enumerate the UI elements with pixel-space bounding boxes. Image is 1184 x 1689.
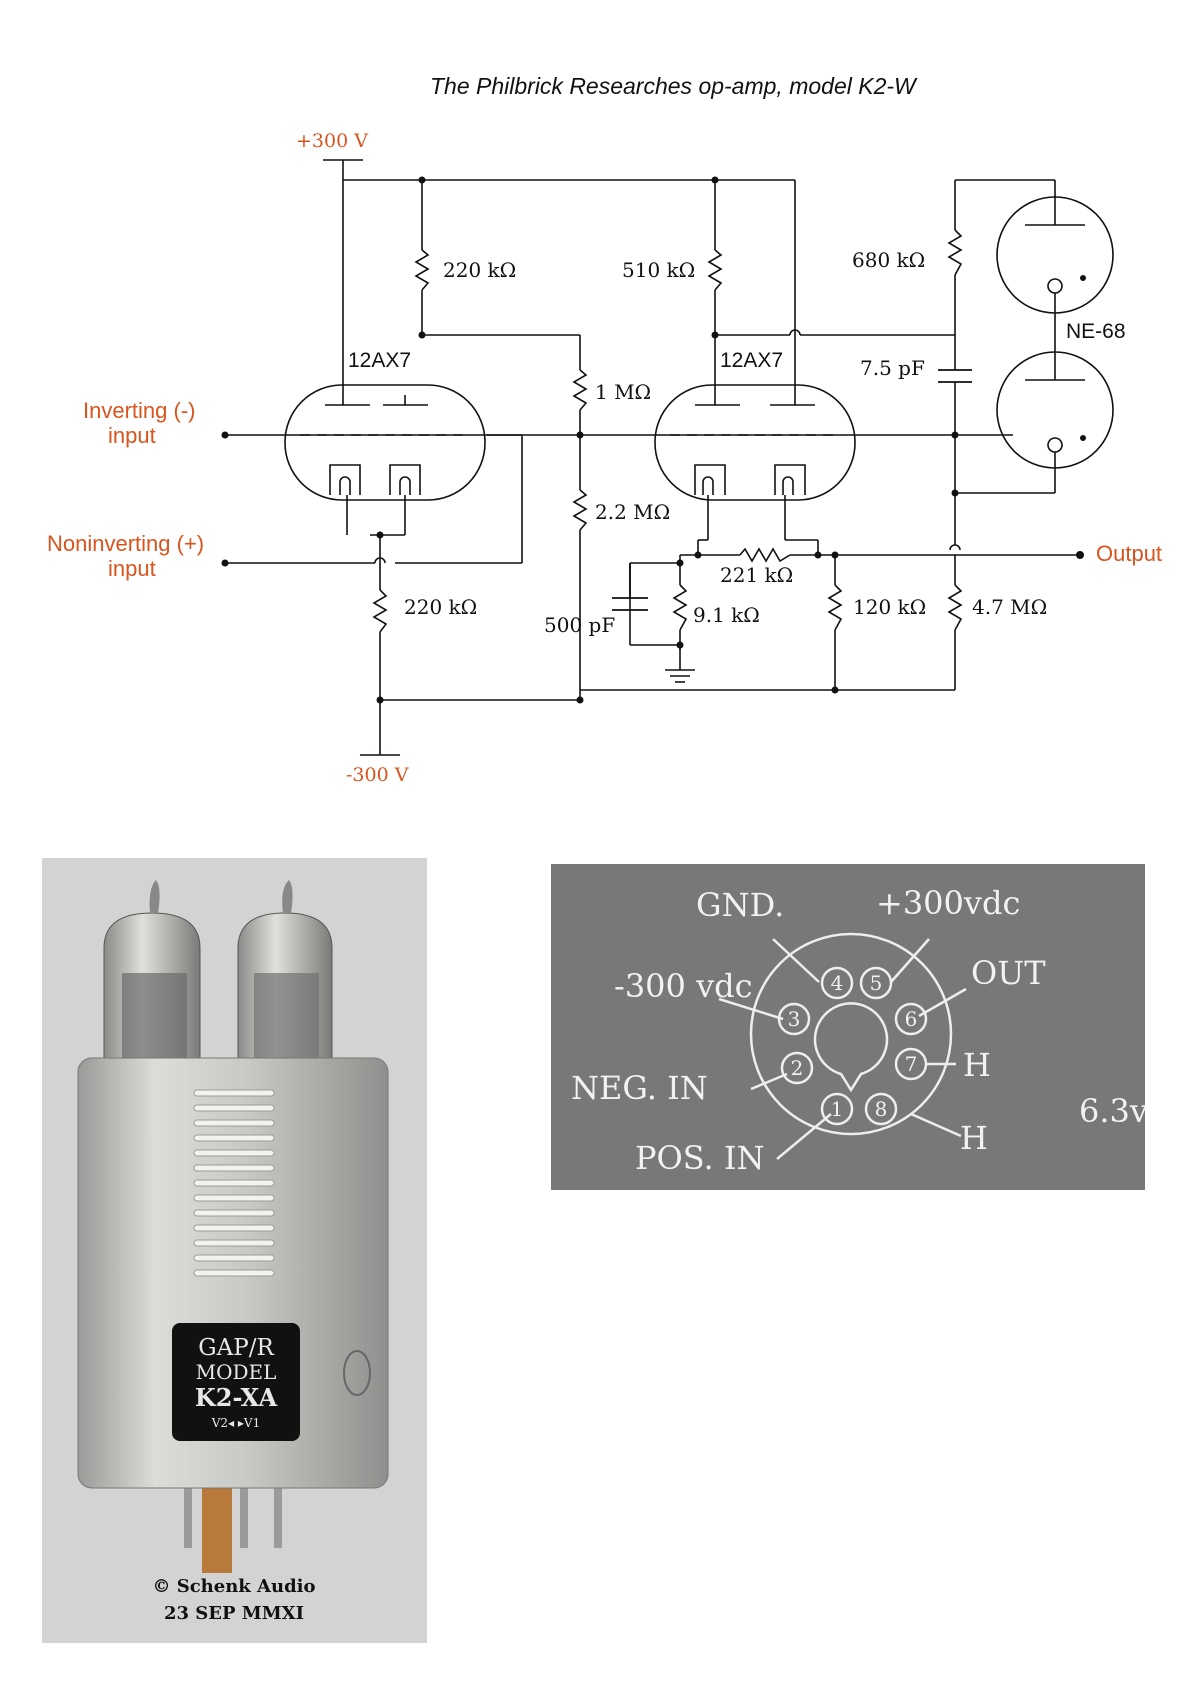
pin-8: 8 bbox=[875, 1097, 888, 1121]
junction-dots bbox=[221, 176, 1084, 704]
resistor-2m2 bbox=[572, 489, 588, 531]
inverting-input-label-2: input bbox=[108, 423, 156, 448]
tube-pins bbox=[184, 1478, 282, 1573]
resistor-220k-tail bbox=[372, 589, 388, 633]
resistor-4m7 bbox=[947, 584, 963, 631]
tube1-label: 12AX7 bbox=[348, 349, 411, 372]
neg-in-label: NEG. IN bbox=[571, 1069, 708, 1107]
out-label: OUT bbox=[971, 954, 1046, 992]
r-1m-label: 1 MΩ bbox=[595, 380, 651, 404]
diagram-title: The Philbrick Researches op-amp, model K… bbox=[430, 73, 918, 99]
c-500-label: 500 pF bbox=[544, 613, 615, 637]
output-label: Output bbox=[1096, 541, 1162, 566]
inverting-input-label: Inverting (-) bbox=[83, 398, 195, 423]
tube-module-illustration: GAP/R MODEL K2-XA V2◂ ▸V1 © Schenk Audio… bbox=[77, 880, 389, 1624]
glass-tube-right bbox=[237, 880, 333, 1069]
tube2-label: 12AX7 bbox=[720, 349, 783, 372]
r-221-label: 221 kΩ bbox=[720, 563, 793, 587]
pinout-diagram: 1 2 3 4 5 6 7 8 GND. +300vdc -300 vdc OU… bbox=[551, 864, 1145, 1190]
heater-voltage-label: 6.3v bbox=[1079, 1092, 1145, 1130]
pos-in-label: POS. IN bbox=[635, 1139, 765, 1177]
noninverting-input-label-2: input bbox=[108, 556, 156, 581]
key-notch bbox=[813, 1002, 889, 1093]
pin-2: 2 bbox=[791, 1056, 804, 1080]
r-tail-label: 220 kΩ bbox=[404, 595, 477, 619]
r-680-label: 680 kΩ bbox=[852, 248, 925, 272]
schematic-diagram: The Philbrick Researches op-amp, model K… bbox=[47, 73, 1162, 786]
pin-5: 5 bbox=[870, 971, 883, 995]
supply-neg-label: -300 V bbox=[346, 764, 409, 786]
resistor-510k bbox=[707, 249, 723, 291]
logo-emblem-icon bbox=[343, 1350, 371, 1396]
glass-tube-left bbox=[103, 880, 201, 1069]
neon-tube-bottom bbox=[996, 335, 1114, 470]
resistor-120k bbox=[827, 584, 843, 631]
resistor-680k bbox=[947, 229, 963, 276]
pin-numbers bbox=[777, 966, 928, 1126]
r-47m-label: 4.7 MΩ bbox=[972, 595, 1047, 619]
tube-12ax7-left bbox=[284, 384, 486, 501]
label-line-4: V2◂ ▸V1 bbox=[211, 1416, 260, 1430]
tube-module-photo: GAP/R MODEL K2-XA V2◂ ▸V1 © Schenk Audio… bbox=[42, 858, 427, 1643]
r-plate1-label: 220 kΩ bbox=[443, 258, 516, 282]
photo-credit-line-2: 23 SEP MMXI bbox=[164, 1603, 304, 1624]
label-line-3: K2-XA bbox=[195, 1383, 278, 1412]
supply-pos-label: +300 V bbox=[296, 130, 368, 152]
label-line-1: GAP/R bbox=[198, 1335, 274, 1361]
resistors bbox=[372, 229, 963, 633]
pinout-illustration: 1 2 3 4 5 6 7 8 GND. +300vdc -300 vdc OU… bbox=[551, 864, 1145, 1190]
pin-6: 6 bbox=[905, 1007, 918, 1031]
gnd-label: GND. bbox=[696, 886, 784, 924]
r-plate2-label: 510 kΩ bbox=[622, 258, 695, 282]
pin-1: 1 bbox=[831, 1097, 844, 1121]
model-label-plate bbox=[172, 1323, 300, 1441]
pin-4: 4 bbox=[831, 971, 844, 995]
label-line-2: MODEL bbox=[196, 1360, 277, 1384]
pos300-label: +300vdc bbox=[876, 884, 1020, 922]
pin-7: 7 bbox=[905, 1052, 918, 1076]
r-91-label: 9.1 kΩ bbox=[693, 603, 760, 627]
noninverting-input-label: Noninverting (+) bbox=[47, 531, 204, 556]
vent-grille bbox=[193, 1089, 275, 1277]
resistor-220k-plate bbox=[414, 249, 430, 291]
capacitors bbox=[612, 369, 972, 611]
c-75-label: 7.5 pF bbox=[860, 356, 925, 380]
wires bbox=[225, 159, 1080, 756]
socket-outline bbox=[749, 932, 953, 1136]
photo-credit-line-1: © Schenk Audio bbox=[152, 1576, 315, 1597]
ground-icon bbox=[665, 660, 695, 683]
resistor-9k1 bbox=[672, 584, 688, 631]
neon-tube-top bbox=[996, 196, 1114, 335]
resistor-221k bbox=[739, 547, 791, 563]
h1-label: H bbox=[963, 1046, 991, 1084]
r-120-label: 120 kΩ bbox=[853, 595, 926, 619]
pin-3: 3 bbox=[788, 1007, 801, 1031]
h2-label: H bbox=[960, 1119, 988, 1157]
neon-label: NE-68 bbox=[1066, 320, 1126, 343]
tube-12ax7-right bbox=[654, 384, 856, 501]
r-2m2-label: 2.2 MΩ bbox=[595, 500, 670, 524]
resistor-1m bbox=[572, 369, 588, 411]
neg300-label: -300 vdc bbox=[614, 967, 753, 1005]
